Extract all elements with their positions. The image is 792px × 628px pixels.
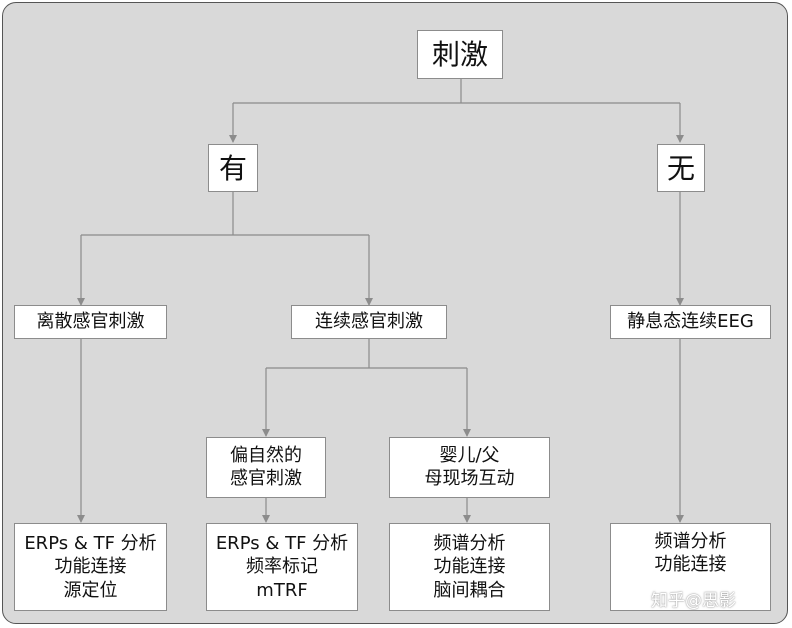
resting-eeg-label: 静息态连续EEG [627, 310, 754, 332]
has-stimulus-node: 有 [208, 144, 258, 192]
naturalistic-analysis-2: 频率标记 [246, 556, 318, 578]
no-stimulus-label: 无 [666, 151, 695, 185]
connector-lines [77, 79, 684, 523]
interaction-line-2: 母现场互动 [424, 467, 515, 489]
discrete-analysis-node: ERPs & TF 分析 功能连接 源定位 [14, 523, 167, 611]
naturalistic-analysis-node: ERPs & TF 分析 频率标记 mTRF [206, 523, 358, 611]
resting-analysis-node: 频谱分析 功能连接 [610, 523, 771, 611]
interaction-analysis-2: 功能连接 [433, 556, 506, 578]
naturalistic-line-2: 感官刺激 [230, 467, 302, 489]
root-label: 刺激 [431, 38, 488, 71]
resting-analysis-1: 频谱分析 [654, 531, 727, 552]
naturalistic-analysis-3: mTRF [256, 579, 308, 601]
root-node: 刺激 [417, 30, 503, 79]
resting-analysis-2: 功能连接 [654, 554, 727, 576]
continuous-stimulus-node: 连续感官刺激 [291, 305, 447, 339]
naturalistic-line-1: 偏自然的 [230, 445, 302, 466]
has-stimulus-label: 有 [218, 151, 247, 185]
watermark: 知乎@思影 [651, 591, 736, 611]
interaction-analysis-1: 频谱分析 [433, 532, 506, 554]
interaction-analysis-3: 脑间耦合 [433, 579, 506, 601]
discrete-analysis-2: 功能连接 [54, 556, 127, 578]
discrete-analysis-3: 源定位 [63, 579, 118, 601]
resting-eeg-node: 静息态连续EEG [610, 305, 771, 339]
live-interaction-node: 婴儿/父 母现场互动 [389, 437, 550, 498]
discrete-analysis-1: ERPs & TF 分析 [24, 532, 157, 554]
discrete-stimulus-node: 离散感官刺激 [14, 305, 167, 339]
naturalistic-stimulus-node: 偏自然的 感官刺激 [206, 437, 326, 498]
no-stimulus-node: 无 [657, 144, 705, 192]
discrete-stimulus-label: 离散感官刺激 [36, 310, 145, 332]
naturalistic-analysis-1: ERPs & TF 分析 [215, 532, 349, 554]
interaction-analysis-node: 频谱分析 功能连接 脑间耦合 [389, 523, 550, 611]
interaction-line-1: 婴儿/父 [439, 445, 500, 466]
continuous-stimulus-label: 连续感官刺激 [315, 310, 423, 332]
